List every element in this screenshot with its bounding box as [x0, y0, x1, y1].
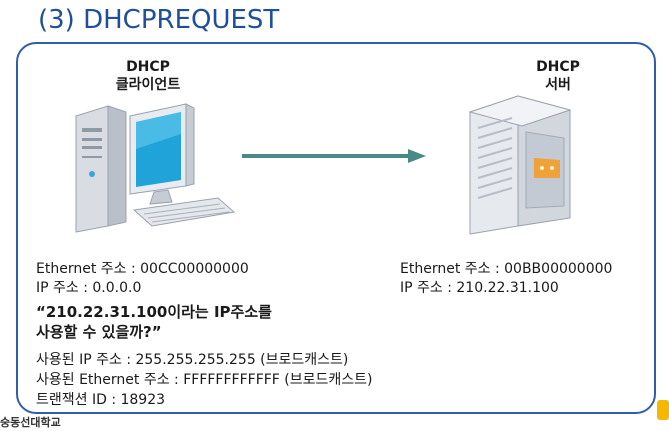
server-label-line2: 서버: [545, 77, 571, 93]
client-ip: IP 주소 : 0.0.0.0: [36, 280, 142, 296]
side-decoration: [657, 400, 669, 420]
footer-logo: 숭동선대학교: [0, 416, 61, 429]
packet-ip: 사용된 IP 주소 : 255.255.255.255 (브로드캐스트): [36, 352, 349, 368]
client-label-line2: 클라이언트: [115, 77, 181, 93]
client-computer-icon: [75, 103, 236, 233]
request-arrow: [242, 149, 426, 163]
client-label-line1: DHCP: [126, 59, 170, 75]
server-icon: [468, 95, 572, 235]
client-quote-line1: “210.22.31.100이라는 IP주소를: [36, 303, 272, 321]
client-quote-line2: 사용할 수 있을까?”: [36, 323, 162, 341]
page-title: (3) DHCPREQUEST: [38, 5, 280, 35]
server-ethernet: Ethernet 주소 : 00BB00000000: [400, 261, 613, 277]
client-ethernet: Ethernet 주소 : 00CC00000000: [36, 261, 249, 277]
packet-ethernet: 사용된 Ethernet 주소 : FFFFFFFFFFFF (브로드캐스트): [36, 372, 373, 388]
client-label: DHCP 클라이언트: [98, 58, 198, 94]
server-ip: IP 주소 : 210.22.31.100: [400, 280, 559, 296]
diagram-frame: [16, 42, 656, 414]
server-label-line1: DHCP: [536, 59, 580, 75]
packet-transaction-id: 트랜잭션 ID : 18923: [36, 392, 166, 408]
server-label: DHCP 서버: [518, 58, 598, 94]
